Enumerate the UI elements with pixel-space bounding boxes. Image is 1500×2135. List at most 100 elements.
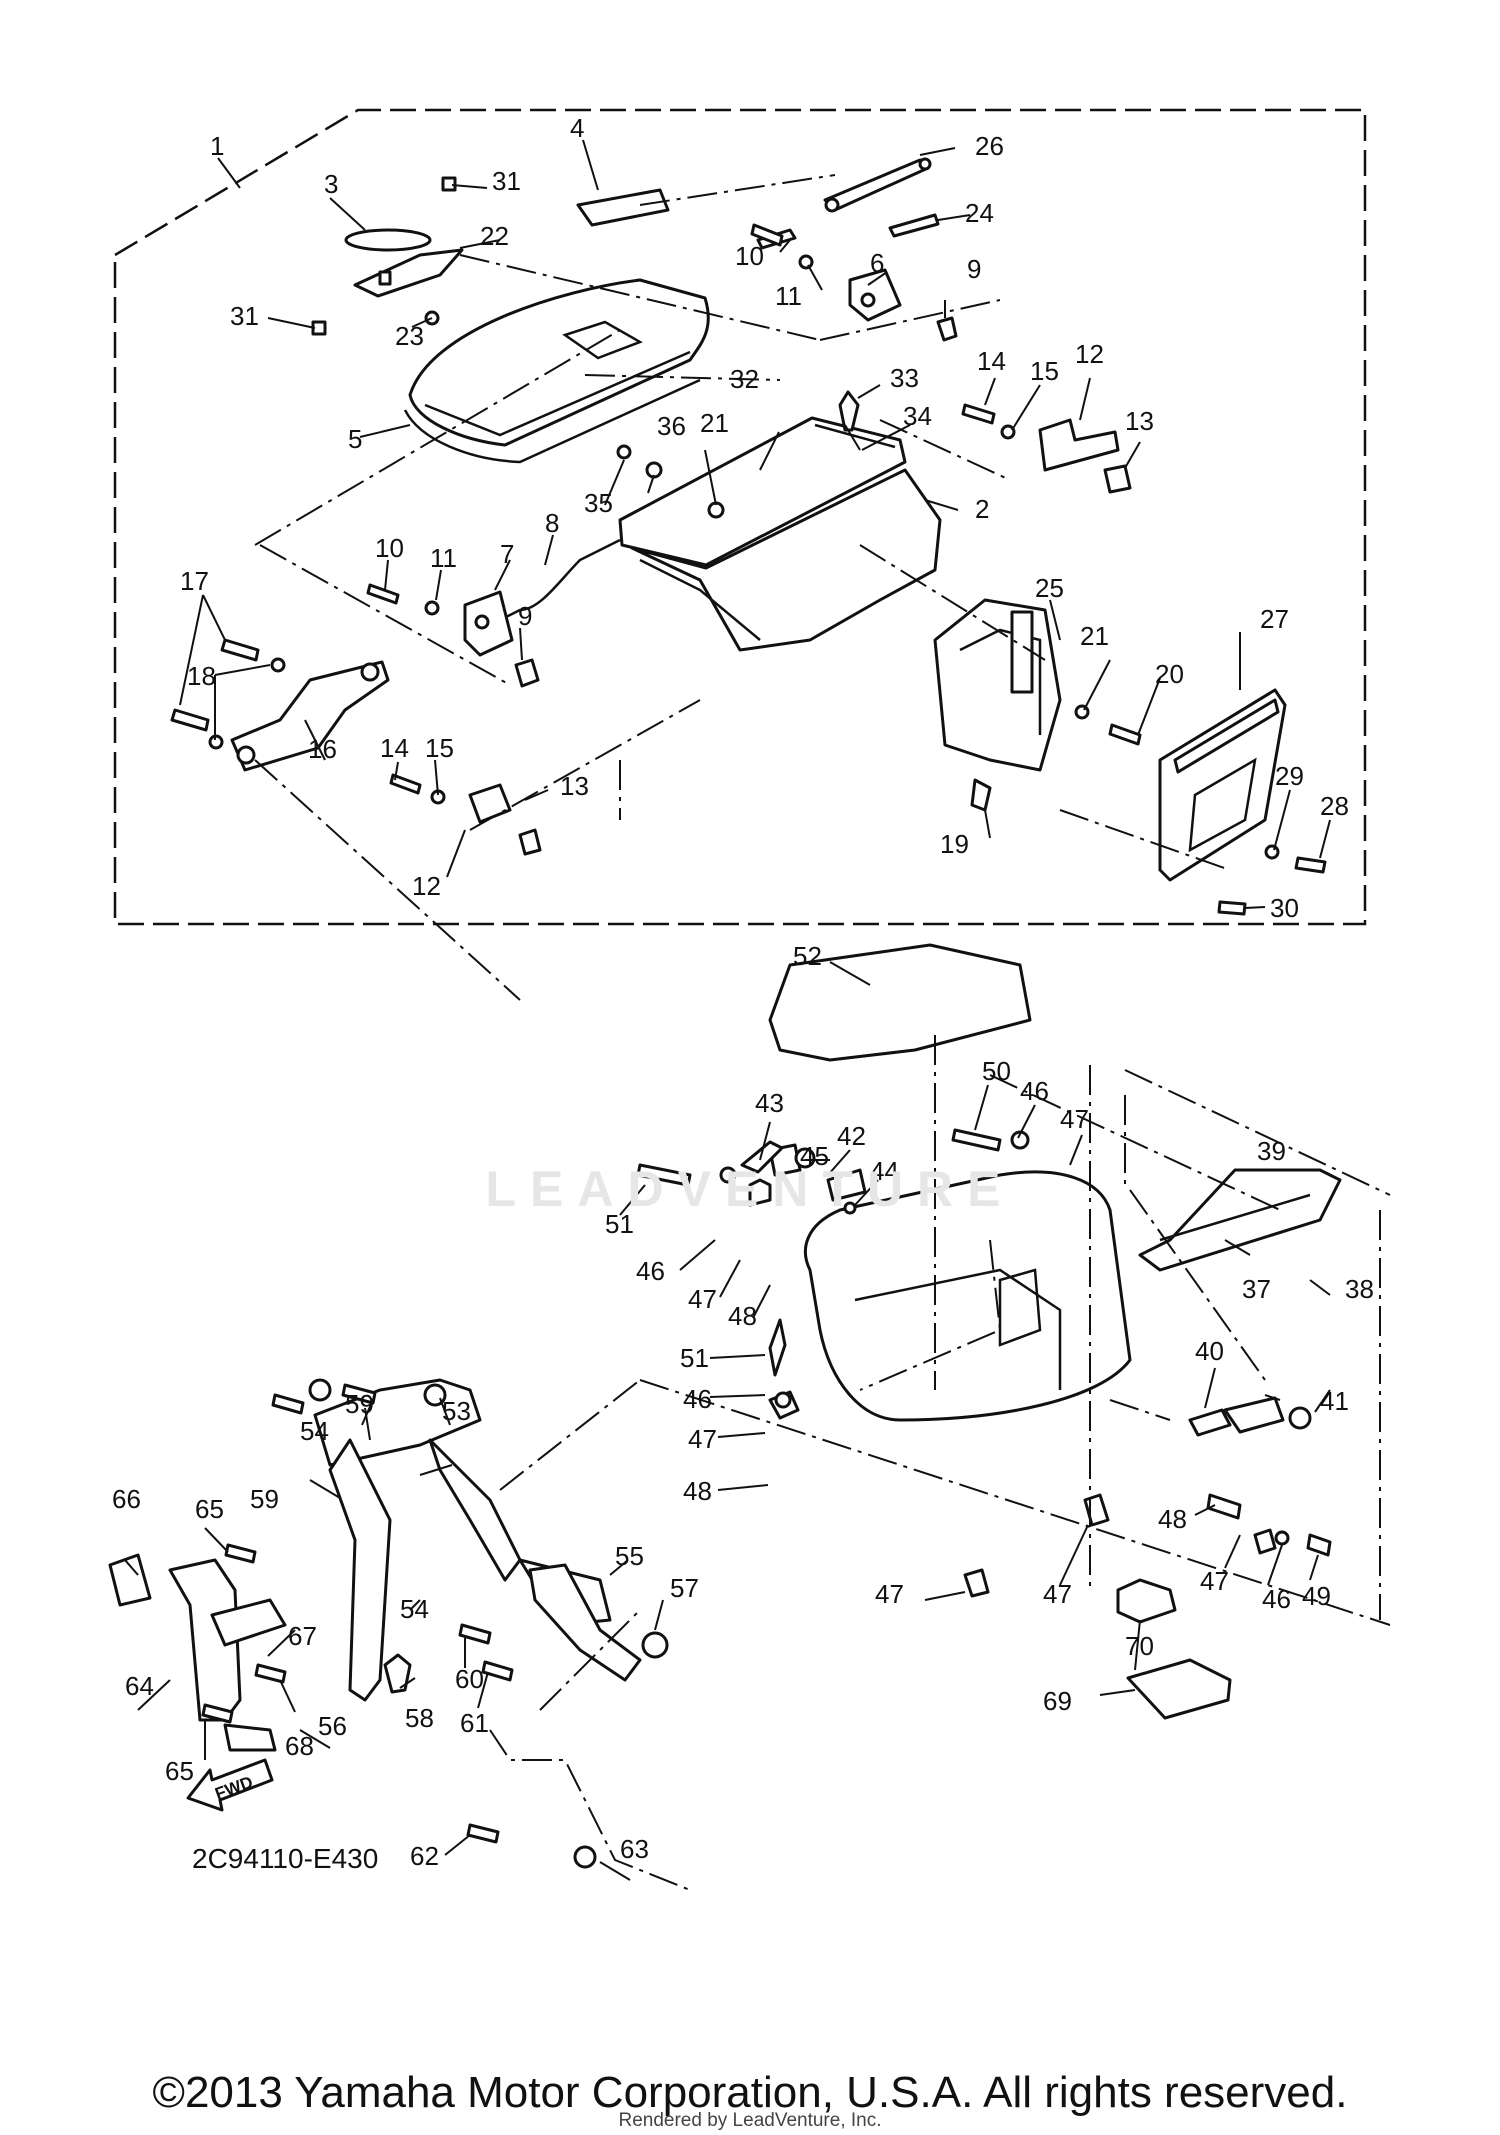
callout: 15 [425,733,454,763]
leaders-upper [179,139,1331,909]
rear-panel [1158,688,1287,882]
bracket-assembly [933,598,1062,772]
watermark: LEADVENTURE [485,1161,1015,1217]
callout: 25 [1035,573,1064,603]
callout: 60 [455,1664,484,1694]
callout: 48 [683,1476,712,1506]
callout: 52 [793,941,822,971]
callout: 54 [300,1416,329,1446]
callout: 19 [940,829,969,859]
callout: 11 [775,281,802,311]
callout: 47 [688,1284,717,1314]
callout: 33 [890,363,919,393]
callout: 2 [975,494,989,524]
copyright-notice: ©2013 Yamaha Motor Corporation, U.S.A. A… [152,2068,1348,2117]
fwd-arrow: FWD [186,1758,274,1812]
callout: 1 [210,131,224,161]
callout: 12 [1075,339,1104,369]
callout: 47 [875,1579,904,1609]
callout: 10 [735,241,764,271]
callout: 31 [230,301,259,331]
callout: 42 [837,1121,866,1151]
callout: 54 [400,1594,429,1624]
callout: 10 [375,533,404,563]
callout: 56 [318,1711,347,1741]
callout: 69 [1043,1686,1072,1716]
saddlebag-body [803,1170,1132,1422]
callout: 65 [195,1494,224,1524]
callout: 68 [285,1731,314,1761]
callout: 11 [430,543,457,573]
callout: 9 [518,601,532,631]
lock-cylinder-left [463,590,540,688]
callout: 47 [1043,1579,1072,1609]
rear-guard [168,1558,287,1752]
callout: 6 [870,248,884,278]
callout: 59 [345,1389,374,1419]
callout: 27 [1260,604,1289,634]
callout: 9 [967,254,981,284]
callouts: 1 2 3 4 5 6 7 8 9 9 10 10 11 11 12 12 13… [112,113,1374,1871]
stay-arm [528,1563,642,1682]
callout: 67 [288,1621,317,1651]
callout: 51 [605,1209,634,1239]
callout: 31 [492,166,521,196]
mounting-bolts-lower [636,1128,1332,1557]
callout: 46 [636,1256,665,1286]
callout: 64 [125,1671,154,1701]
case-body [618,416,942,652]
rendered-by-notice: Rendered by LeadVenture, Inc. [618,2110,882,2131]
callout: 37 [1242,1274,1271,1304]
rear-bracket [108,1553,152,1607]
callout: 34 [903,401,932,431]
callout: 57 [670,1573,699,1603]
callout: 41 [1320,1386,1349,1416]
callout: 47 [688,1424,717,1454]
hinge-bolt-assembly [823,157,940,238]
callout: 35 [584,488,613,518]
rear-hinge-left [468,783,542,856]
callout: 15 [1030,356,1059,386]
callout: 21 [700,408,729,438]
callout: 46 [683,1384,712,1414]
reference-code: 2C94110-E430 [192,1843,379,1874]
callout: 58 [405,1703,434,1733]
callout: 40 [1195,1336,1224,1366]
callout: 49 [1302,1581,1331,1611]
callout: 4 [570,113,584,143]
callout: 66 [112,1484,141,1514]
callout: 24 [965,198,994,228]
callout: 3 [324,169,338,199]
callout: 51 [680,1343,709,1373]
callout: 26 [975,131,1004,161]
callout: 14 [977,346,1006,376]
callout: 14 [380,733,409,763]
callout: 47 [1060,1104,1089,1134]
callout: 48 [1158,1504,1187,1534]
callout: 45 [800,1141,829,1171]
label-card [576,188,670,227]
callout: 70 [1125,1631,1154,1661]
callout: 36 [657,411,686,441]
callout: 7 [500,539,514,569]
callout: 13 [1125,406,1154,436]
callout: 23 [395,321,424,351]
callout: 53 [442,1396,471,1426]
callout: 17 [180,566,209,596]
callout: 59 [250,1484,279,1514]
side-bracket [1138,1168,1342,1272]
callout: 44 [870,1156,899,1186]
callout: 30 [1270,893,1299,923]
reflector-lower [1116,1578,1232,1720]
callout: 12 [412,871,441,901]
callout: 47 [1200,1566,1229,1596]
fastener-set-upper [170,176,1327,916]
latch-assembly [756,228,958,342]
emblem-plate [344,228,464,298]
callout: 39 [1257,1136,1286,1166]
callout: 50 [982,1056,1011,1086]
grab-handle [230,660,390,772]
side-hinge-right [1038,418,1132,494]
callout: 63 [620,1834,649,1864]
callout: 29 [1275,761,1304,791]
